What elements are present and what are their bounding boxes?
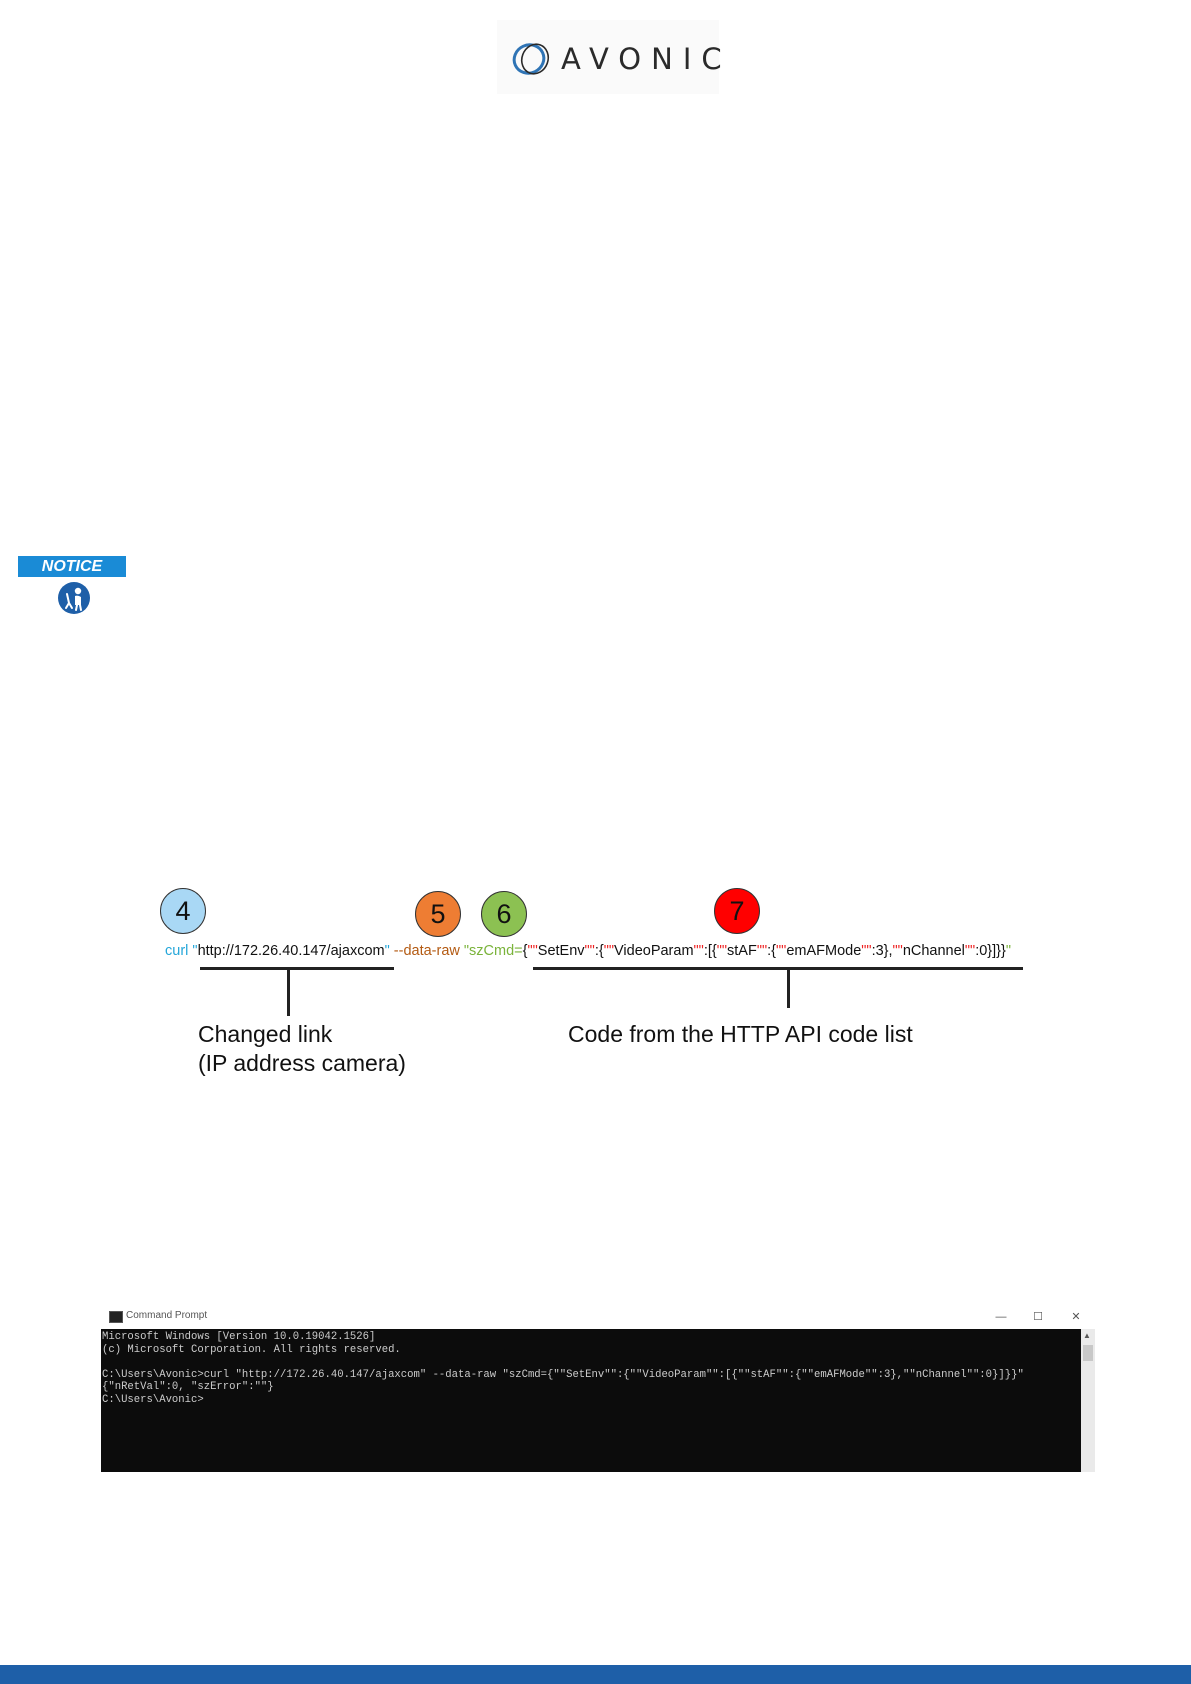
cmd-url: http://172.26.40.147/ajaxcom [197, 943, 385, 959]
cmd-szcmd: szCmd= [469, 943, 523, 959]
callout-4: 4 [160, 888, 206, 934]
notice-label: NOTICE [18, 556, 126, 577]
minimize-button[interactable]: — [995, 1311, 1007, 1323]
cmd-quote: " [463, 943, 470, 959]
cmd-titlebar: Command Prompt — ☐ ✕ [101, 1305, 1095, 1329]
maximize-button[interactable]: ☐ [1033, 1311, 1043, 1323]
terminal-icon [109, 1311, 123, 1323]
caption-changed-link: Changed link (IP address camera) [198, 1020, 406, 1078]
cmd-line: C:\Users\Avonic>curl "http://172.26.40.1… [102, 1368, 1024, 1381]
underline-code [533, 967, 1023, 970]
notice-person-icon [58, 582, 90, 614]
underline-link [200, 967, 394, 970]
callout-7: 7 [714, 888, 760, 934]
avonic-logo: AVONIC [497, 20, 722, 94]
command-prompt-window: Command Prompt — ☐ ✕ Microsoft Windows [… [101, 1305, 1095, 1472]
callout-5: 5 [415, 891, 461, 937]
cmd-quote: " [384, 943, 390, 959]
annotated-curl-command: curl "http://172.26.40.147/ajaxcom" --da… [165, 943, 1011, 959]
notice-badge: NOTICE [18, 556, 126, 614]
cmd-line: {"nRetVal":0, "szError":""} [102, 1381, 274, 1394]
logo-wordmark: AVONIC [561, 42, 732, 76]
caption-line: Changed link [198, 1021, 333, 1047]
caption-line: (IP address camera) [198, 1050, 406, 1076]
footer-brand-bar [0, 1665, 1191, 1684]
callout-6: 6 [481, 891, 527, 937]
cmd-data-raw: --data-raw [393, 943, 460, 959]
cmd-quote: " [192, 943, 198, 959]
cmd-console[interactable]: Microsoft Windows [Version 10.0.19042.15… [101, 1329, 1081, 1472]
scroll-up-arrow-icon[interactable]: ▲ [1083, 1331, 1091, 1340]
cmd-window-title: Command Prompt [126, 1310, 208, 1321]
cmd-payload: {""SetEnv"":{""VideoParam"":[{""stAF"":{… [522, 943, 1006, 959]
pointer-link [287, 968, 290, 1016]
cmd-scrollbar[interactable]: ▲ [1081, 1329, 1095, 1472]
avonic-logo-icon [512, 43, 550, 75]
cmd-line: Microsoft Windows [Version 10.0.19042.15… [102, 1331, 376, 1343]
caption-code-list: Code from the HTTP API code list [568, 1021, 913, 1047]
pointer-code [787, 968, 790, 1008]
cmd-line: C:\Users\Avonic> [102, 1393, 204, 1406]
scrollbar-thumb[interactable] [1083, 1345, 1093, 1361]
close-button[interactable]: ✕ [1071, 1311, 1081, 1323]
cmd-line: (c) Microsoft Corporation. All rights re… [102, 1343, 401, 1356]
cmd-output: Microsoft Windows [Version 10.0.19042.15… [101, 1329, 1081, 1409]
cmd-quote: " [1005, 943, 1012, 959]
cmd-curl: curl [165, 943, 189, 959]
